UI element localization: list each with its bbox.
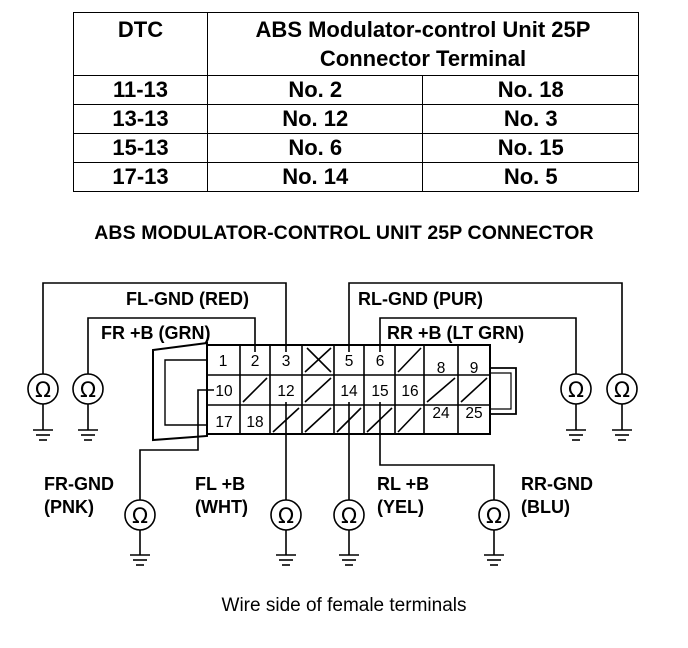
terminal-b-cell: No. 3 [422,104,639,134]
pin-10: 10 [215,383,233,400]
table-row: 13-13 No. 12 No. 3 [73,104,639,134]
ohmmeter-fl-gnd [27,373,59,441]
label-rr-gnd: RR-GND [521,474,593,494]
pin-8: 8 [437,360,446,377]
pin-25: 25 [465,405,482,422]
label-rl-b-color: (YEL) [377,497,424,517]
ohm-icon: Ω [614,378,630,402]
ohm-icon: Ω [80,378,96,402]
wires-bottom [139,389,495,500]
header-dtc: DTC [73,12,208,76]
ohmmeter-rl-gnd [606,373,638,441]
pin-16: 16 [401,383,418,400]
pin-6: 6 [376,353,385,370]
pin-17: 17 [215,414,232,431]
label-fr-gnd-color: (PNK) [44,497,94,517]
dtc-cell: 15-13 [73,133,208,163]
label-rr-gnd-color: (BLU) [521,497,570,517]
pin-1: 1 [219,353,228,370]
ohm-icon: Ω [278,504,294,528]
header-terminal-line1: ABS Modulator-control Unit 25P [255,17,591,42]
ohm-icon: Ω [568,378,584,402]
ohmmeter-fr-gnd [124,499,156,566]
header-terminal-line2: Connector Terminal [319,46,527,71]
pin-14: 14 [340,383,358,400]
connector-latch [152,341,208,442]
pin-5: 5 [345,353,354,370]
diagram-title: ABS MODULATOR-CONTROL UNIT 25P CONNECTOR [94,222,594,244]
ohm-icon: Ω [132,504,148,528]
pin-3: 3 [282,353,291,370]
table-row: 15-13 No. 6 No. 15 [73,133,639,163]
table-row: 17-13 No. 14 No. 5 [73,162,639,192]
terminal-b-cell: No. 18 [422,75,639,105]
ohmmeter-fr-b [72,373,104,441]
label-fr-gnd: FR-GND [44,474,114,494]
terminal-b-cell: No. 5 [422,162,639,192]
pin-15: 15 [371,383,388,400]
dtc-cell: 13-13 [73,104,208,134]
pin-12: 12 [277,383,294,400]
ohmmeter-rl-b [333,499,365,566]
connector-bracket [490,367,517,415]
ohmmeter-fl-b [270,499,302,566]
pin-18: 18 [246,414,263,431]
diagram-caption: Wire side of female terminals [221,595,467,616]
label-rr-b: RR +B (LT GRN) [387,323,524,343]
label-fl-gnd: FL-GND (RED) [126,289,249,309]
terminal-a-cell: No. 2 [206,75,424,105]
ohm-icon: Ω [486,504,502,528]
pin-2: 2 [251,353,260,370]
label-rl-b: RL +B [377,474,429,494]
pin-9: 9 [470,360,479,377]
ohmmeter-rr-b [560,373,592,441]
header-connector-terminal: ABS Modulator-control Unit 25P Connector… [207,12,639,76]
wires-top [42,282,623,375]
ohmmeter-rr-gnd [478,499,510,566]
label-rl-gnd: RL-GND (PUR) [358,289,483,309]
ohm-icon: Ω [35,378,51,402]
label-fr-b: FR +B (GRN) [101,323,211,343]
ohm-icon: Ω [341,504,357,528]
table-header-row: DTC ABS Modulator-control Unit 25P Conne… [73,12,639,76]
label-fl-b-color: (WHT) [195,497,248,517]
terminal-a-cell: No. 6 [206,133,424,163]
dtc-terminal-table: DTC ABS Modulator-control Unit 25P Conne… [73,12,639,192]
label-fl-b: FL +B [195,474,245,494]
pin-24: 24 [432,405,450,422]
dtc-cell: 11-13 [73,75,208,105]
table-row: 11-13 No. 2 No. 18 [73,75,639,105]
terminal-a-cell: No. 14 [206,162,424,192]
